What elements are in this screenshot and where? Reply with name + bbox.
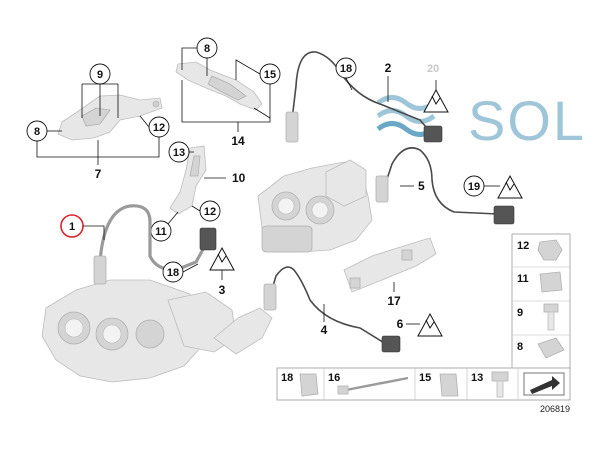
callout-13: 13 <box>173 147 185 159</box>
heat-shield-17 <box>343 237 437 293</box>
callout-5-group: 5 <box>400 179 425 193</box>
legend-bottom: 18 16 15 13 <box>276 367 571 401</box>
warning-triangle-3: 3 <box>209 246 235 297</box>
warning-triangle-icon <box>497 174 523 199</box>
legend-bottom-1: 16 <box>328 372 340 384</box>
legend-right-3: 8 <box>517 341 523 353</box>
callout-12a-group: 12 <box>139 115 170 138</box>
ground-symbol-icon <box>217 253 227 263</box>
callout-12a: 12 <box>153 122 165 134</box>
oxygen-sensor-5 <box>375 147 515 225</box>
bolt-icon <box>543 303 559 331</box>
oxygen-sensor-1 <box>93 204 217 285</box>
oxygen-sensor-2 <box>285 51 443 143</box>
callout-8b: 8 <box>204 43 210 55</box>
cable-tie-icon <box>337 376 409 395</box>
warning-triangle-icon <box>209 246 235 271</box>
warning-triangle-icon <box>423 88 449 113</box>
callout-17-group: 17 <box>387 282 401 308</box>
callout-2-group: 2 <box>385 61 392 102</box>
oxygen-sensor-4 <box>263 266 401 353</box>
callout-5: 5 <box>418 179 425 193</box>
legend-bottom-3: 13 <box>471 372 483 384</box>
callout-13-group: 13 <box>168 141 194 163</box>
bracket-7 <box>57 94 163 141</box>
callout-4: 4 <box>321 323 328 337</box>
callout-19-group: 19 <box>463 174 523 199</box>
callout-14-group: 14 <box>181 80 271 148</box>
callout-18a-group: 18 <box>162 261 199 283</box>
callout-19: 19 <box>468 181 480 193</box>
watermark: SOL 20 <box>376 63 586 152</box>
legend-bottom-2: 15 <box>419 372 431 384</box>
callout-6-group: 6 <box>397 312 443 337</box>
ground-symbol-icon <box>505 181 515 191</box>
legend-right-0: 12 <box>517 240 529 252</box>
callout-15: 15 <box>264 69 276 81</box>
diagram-id: 206819 <box>540 404 570 414</box>
callout-18b: 18 <box>340 63 352 75</box>
callout-7-group: 7 <box>36 137 160 181</box>
stud-bolt-icon <box>491 371 509 398</box>
legend-bottom-0: 18 <box>281 372 293 384</box>
callout-2: 2 <box>385 61 392 75</box>
callout-4-group: 4 <box>321 304 328 337</box>
callout-9-group: 9 <box>81 63 119 118</box>
spring-clip-icon <box>539 271 563 293</box>
warning-triangle-icon <box>417 312 443 337</box>
callout-6: 6 <box>397 317 404 331</box>
warning-triangle-20 <box>423 80 449 113</box>
callout-8a: 8 <box>34 126 40 138</box>
retaining-clip-icon <box>537 337 565 359</box>
callout-18b-group: 18 <box>335 57 357 91</box>
watermark-text: SOL <box>468 89 586 152</box>
exhaust-manifold-upper <box>257 159 373 253</box>
callout-3: 3 <box>219 283 226 297</box>
legend-right-2: 9 <box>517 307 523 319</box>
exhaust-manifold-lower <box>41 279 273 383</box>
grommet-icon <box>299 373 319 397</box>
legend-right: 12 11 9 8 <box>511 233 571 371</box>
callout-18a: 18 <box>167 267 179 279</box>
callout-12b: 12 <box>204 206 216 218</box>
callout-1: 1 <box>69 221 75 233</box>
callout-20: 20 <box>427 63 439 75</box>
callout-15-group: 15 <box>235 59 281 119</box>
legend-right-1: 11 <box>517 273 529 285</box>
callout-12b-group: 12 <box>191 200 221 222</box>
callout-10: 10 <box>232 171 246 185</box>
callout-10-group: 10 <box>204 171 246 185</box>
holder-clip-icon <box>439 373 459 397</box>
callout-9: 9 <box>97 69 103 81</box>
ground-symbol-icon <box>431 95 441 105</box>
ground-symbol-icon <box>425 319 435 329</box>
callout-8b-group: 8 <box>181 37 218 76</box>
callout-1-group: 1 <box>60 214 105 240</box>
clip-nut-icon <box>537 239 563 261</box>
bracket-10 <box>169 145 207 215</box>
callout-11-group: 11 <box>150 211 179 242</box>
callout-8a-group: 8 <box>26 120 62 142</box>
direction-arrow-icon <box>523 372 565 396</box>
callout-11: 11 <box>155 226 167 238</box>
callout-17: 17 <box>387 294 401 308</box>
callout-7: 7 <box>95 167 102 181</box>
bracket-14 <box>175 61 263 111</box>
callout-14: 14 <box>231 134 245 148</box>
